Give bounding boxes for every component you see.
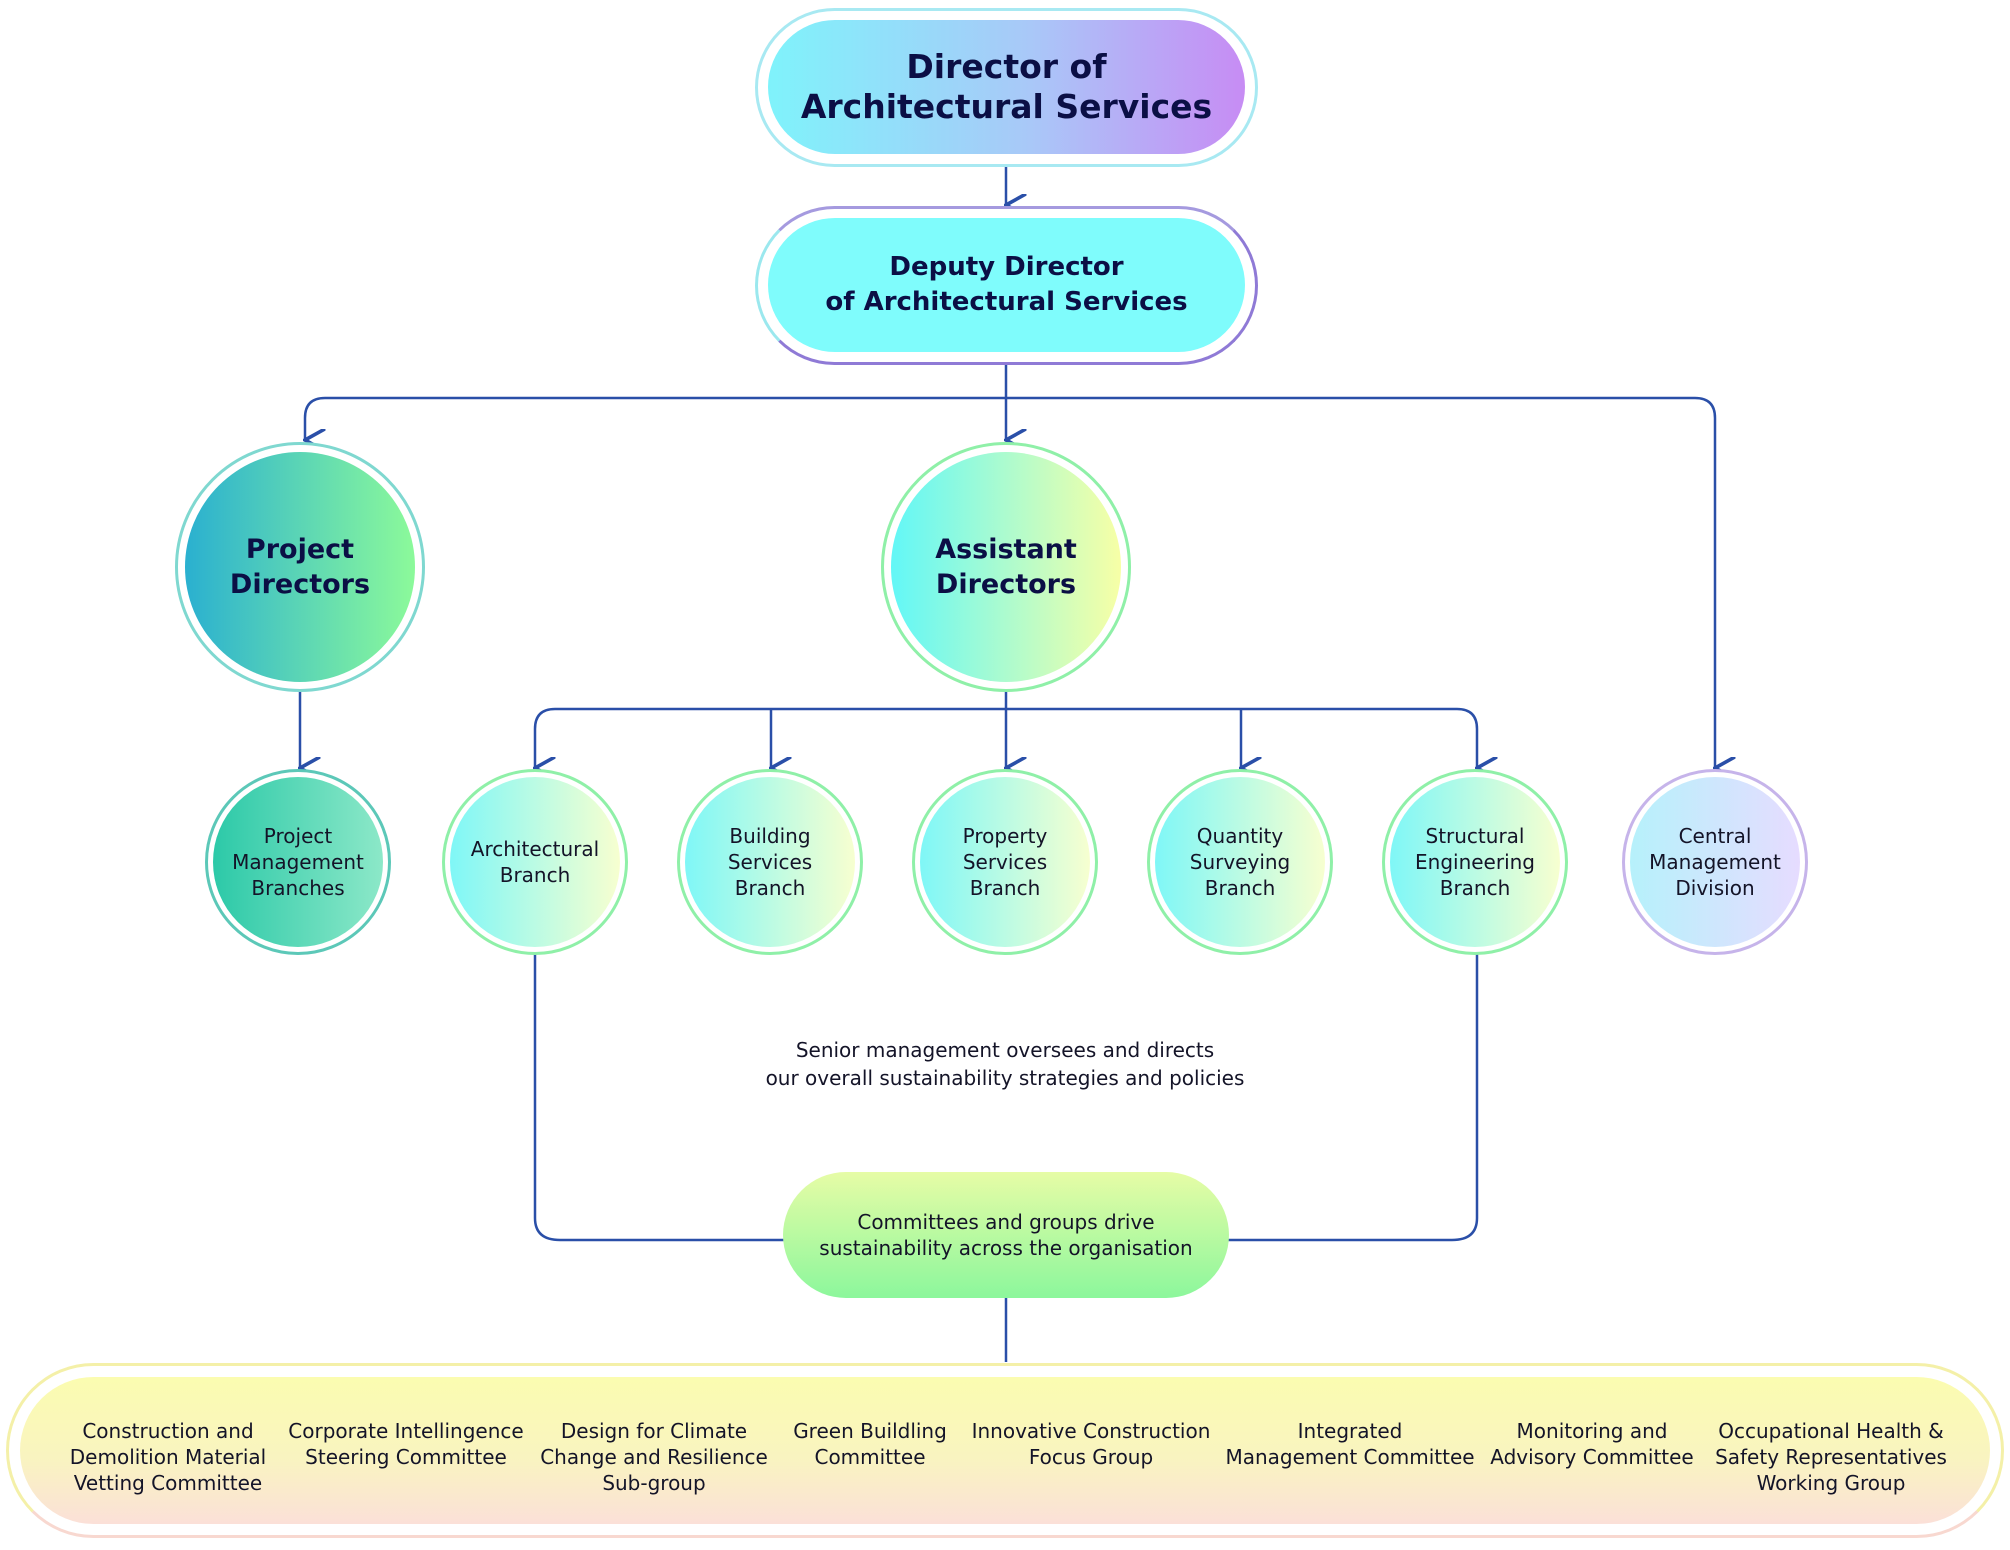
groups-band	[20, 1377, 1990, 1524]
architectural-branch-node[interactable]: Architectural Branch	[450, 777, 620, 947]
deputy-node[interactable]: Deputy Director of Architectural Service…	[768, 218, 1245, 352]
structural-engineering-branch-node[interactable]: Structural Engineering Branch	[1390, 777, 1560, 947]
senior-management-note: Senior management oversees and directs o…	[765, 1038, 1245, 1090]
structural-engineering-branch-label: Structural Engineering Branch	[1415, 824, 1535, 900]
assistant-directors-node[interactable]: Assistant Directors	[891, 452, 1121, 682]
committees-hub-label: Committees and groups drive sustainabili…	[819, 1210, 1193, 1260]
group-monitoring-advisory-committee[interactable]: Monitoring and Advisory Committee	[1490, 1419, 1694, 1469]
property-services-branch-node[interactable]: Property Services Branch	[920, 777, 1090, 947]
group-innovative-construction-focus-group[interactable]: Innovative Construction Focus Group	[971, 1419, 1211, 1469]
property-services-branch-label: Property Services Branch	[962, 824, 1048, 900]
project-directors-node[interactable]: Project Directors	[185, 452, 415, 682]
building-services-branch-label: Building Services Branch	[727, 824, 813, 900]
group-cdm-vetting-committee[interactable]: Construction and Demolition Material Vet…	[69, 1419, 267, 1495]
group-design-climate-subgroup[interactable]: Design for Climate Change and Resilience…	[540, 1419, 768, 1495]
quantity-surveying-branch-node[interactable]: Quantity Surveying Branch	[1155, 777, 1325, 947]
pm-branches-node[interactable]: Project Management Branches	[213, 777, 383, 947]
architectural-branch-label: Architectural Branch	[470, 837, 600, 887]
director-node[interactable]: Director of Architectural Services	[768, 20, 1245, 154]
pm-branches-label: Project Management Branches	[232, 824, 364, 900]
group-green-building-committee[interactable]: Green Buildling Committee	[793, 1419, 947, 1469]
assistant-directors-label: Assistant Directors	[935, 534, 1077, 600]
connector-assistant-arch	[535, 707, 555, 768]
deputy-label: Deputy Director of Architectural Service…	[825, 252, 1188, 317]
quantity-surveying-branch-label: Quantity Surveying Branch	[1189, 824, 1291, 900]
central-management-label: Central Management Division	[1649, 824, 1781, 900]
connector-structural-hub	[1225, 950, 1479, 1242]
connector-deputy-central	[1006, 396, 1715, 768]
director-label: Director of Architectural Services	[800, 47, 1213, 126]
project-directors-label: Project Directors	[229, 534, 371, 600]
connector-deputy-project-directors	[305, 396, 1006, 440]
group-ohs-representatives-working-group[interactable]: Occupational Health & Safety Representat…	[1715, 1419, 1947, 1495]
committees-hub-node[interactable]: Committees and groups drive sustainabili…	[783, 1172, 1229, 1298]
central-management-node[interactable]: Central Management Division	[1630, 777, 1800, 947]
connector-assistant-bus	[555, 707, 1477, 768]
group-corporate-intelligence-committee[interactable]: Corporate Intellingence Steering Committ…	[288, 1419, 524, 1469]
connector-arch-hub	[533, 950, 790, 1242]
group-integrated-management-committee[interactable]: Integrated Management Committee	[1225, 1419, 1475, 1469]
building-services-branch-node[interactable]: Building Services Branch	[685, 777, 855, 947]
